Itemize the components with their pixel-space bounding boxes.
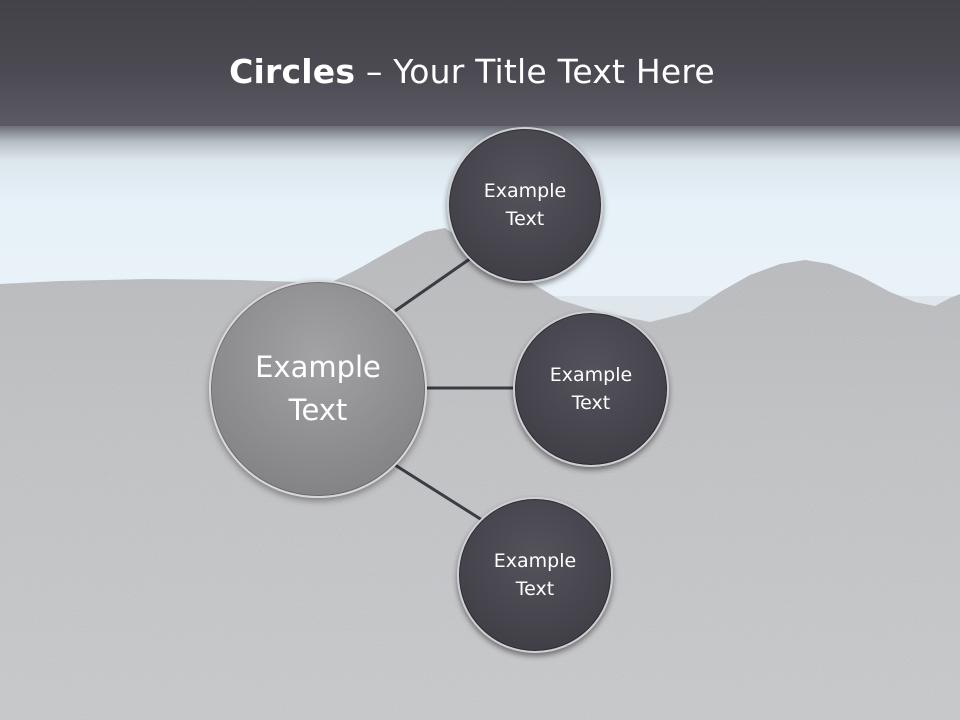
- center-circle[interactable]: Example Text: [209, 280, 427, 498]
- header-band: [0, 0, 960, 130]
- node-circle-bottom[interactable]: Example Text: [457, 497, 613, 653]
- node-circle-label: Example Text: [493, 549, 577, 601]
- connector-bottom: [394, 463, 483, 522]
- connector-top: [394, 254, 475, 313]
- node-circle-label: Example Text: [549, 363, 633, 415]
- slide-title[interactable]: Circles – Your Title Text Here: [0, 52, 944, 91]
- node-circle-top[interactable]: Example Text: [447, 127, 603, 283]
- center-circle-label: Example Text: [255, 349, 381, 428]
- node-circle-label: Example Text: [483, 179, 567, 231]
- title-rest-part: – Your Title Text Here: [355, 52, 715, 91]
- node-circle-middle[interactable]: Example Text: [513, 311, 669, 467]
- title-bold-part: Circles: [229, 52, 356, 91]
